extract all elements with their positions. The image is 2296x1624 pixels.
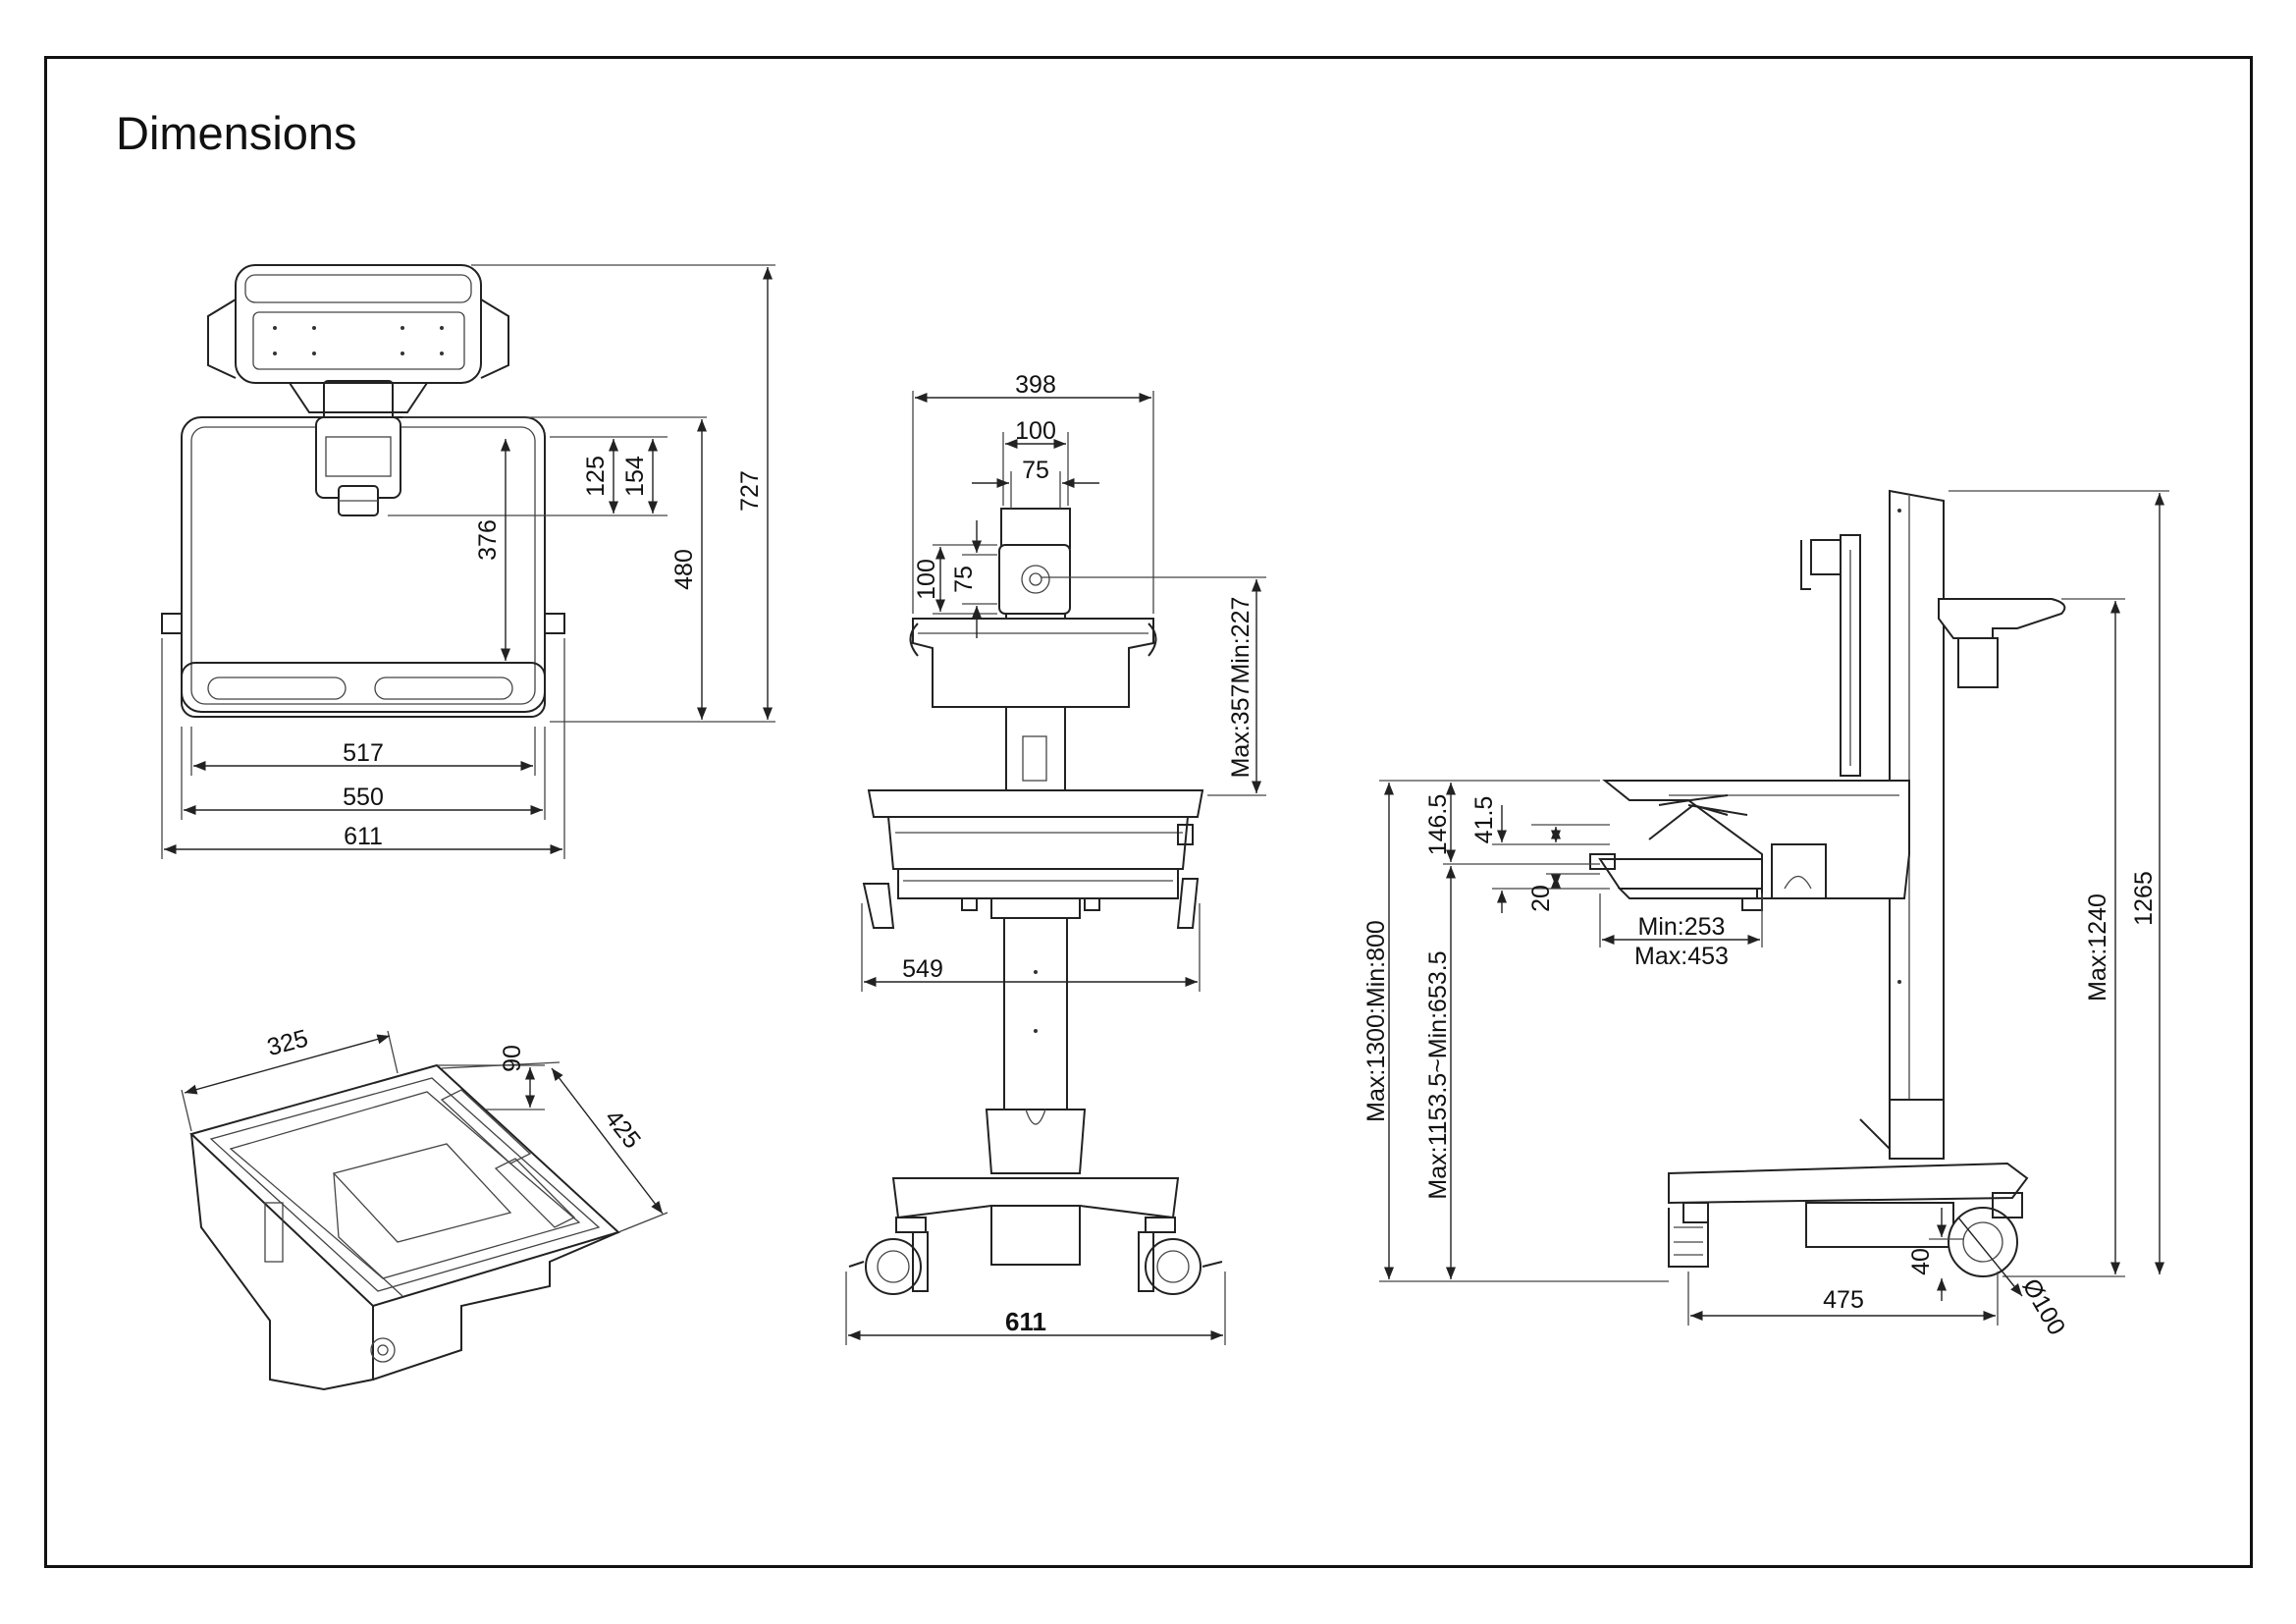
dim-40: 40 (1907, 1248, 1935, 1275)
dim-727: 727 (736, 470, 764, 512)
dim-549: 549 (902, 955, 943, 983)
dim-height-range: Max:357Min:227 (1227, 597, 1255, 779)
dim-1265: 1265 (2130, 871, 2158, 926)
front-view: 398 100 75 100 75 Max:357Min:227 549 611 (845, 371, 1266, 1345)
dim-125: 125 (582, 456, 610, 497)
dim-550: 550 (343, 784, 384, 811)
side-view: Max:1300:Min:800 Max:1153.5~Min:653.5 14… (1362, 489, 2169, 1340)
dim-keyboard-height: Max:1153.5~Min:653.5 (1424, 950, 1452, 1199)
dim-376: 376 (474, 519, 502, 561)
drawing-frame (44, 56, 2253, 1568)
dim-max-1240: Max:1240 (2084, 893, 2111, 1001)
dim-75-horizontal: 75 (1022, 457, 1049, 484)
dim-wheel-diameter: Ø100 (2017, 1274, 2071, 1340)
dim-146-5: 146.5 (1424, 794, 1452, 856)
page-title: Dimensions (116, 107, 357, 159)
dim-min-253: Min:253 (1638, 913, 1726, 941)
dim-41-5: 41.5 (1470, 796, 1498, 844)
dim-475: 475 (1823, 1286, 1864, 1314)
dim-398: 398 (1015, 371, 1056, 399)
dim-max-453: Max:453 (1634, 943, 1729, 970)
dim-90: 90 (499, 1045, 526, 1072)
dim-20: 20 (1527, 885, 1555, 912)
dim-611-base: 611 (1005, 1307, 1046, 1336)
dim-154: 154 (621, 456, 649, 497)
dim-desk-height: Max:1300:Min:800 (1362, 920, 1390, 1122)
dim-425: 425 (599, 1105, 646, 1154)
basket-view: 325 90 425 (181, 1024, 668, 1391)
dim-611: 611 (344, 823, 383, 850)
dim-517: 517 (343, 739, 384, 767)
dim-100-vertical: 100 (913, 559, 940, 600)
dim-480: 480 (670, 549, 698, 590)
dim-75-vertical: 75 (950, 566, 978, 593)
top-view: 517 550 611 125 154 376 480 727 (161, 264, 775, 859)
dim-325: 325 (264, 1024, 311, 1061)
dim-100-horizontal: 100 (1015, 417, 1056, 445)
